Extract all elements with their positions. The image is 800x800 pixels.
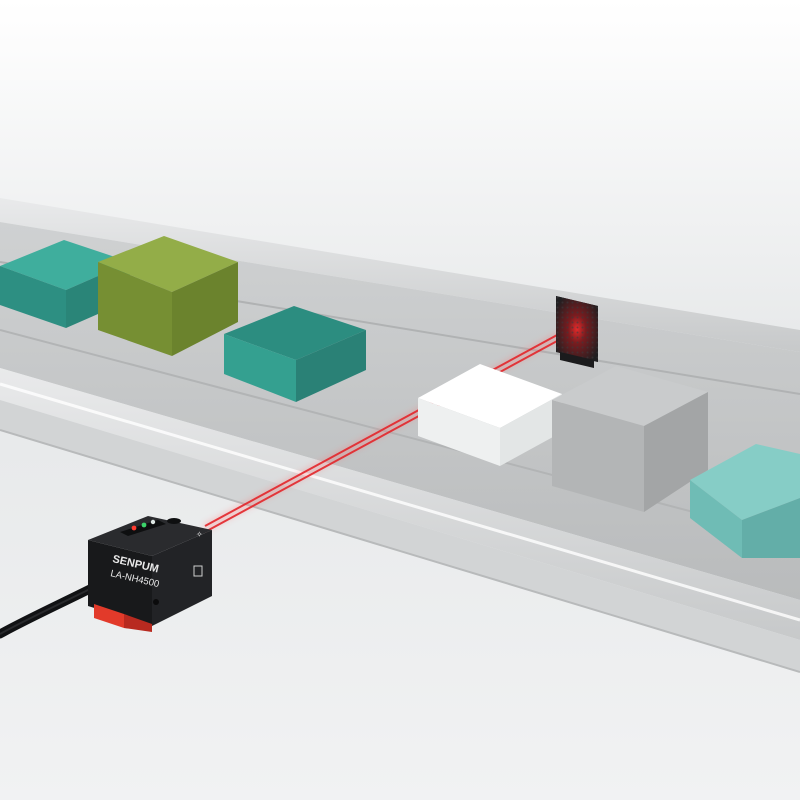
box-teal-light	[690, 444, 800, 558]
box-teal-dark	[224, 306, 366, 402]
conveyor-back-rail	[0, 198, 800, 352]
conveyor-side	[0, 400, 800, 672]
logo-mark-icon: ✧	[196, 530, 203, 539]
conveyor-groove	[0, 329, 800, 541]
box-gray	[552, 366, 708, 512]
laser-beam	[202, 326, 573, 533]
symbol-icon	[193, 565, 203, 577]
conveyor-front-rail	[0, 368, 800, 640]
box-white	[418, 364, 562, 466]
indicator-red-icon	[131, 525, 137, 531]
sensor-cap	[94, 604, 124, 628]
sensor: ✧ SENPUM LA-NH4500	[0, 516, 212, 639]
conveyor-edge	[0, 429, 800, 673]
conveyor-edge	[0, 382, 800, 622]
reflector	[556, 296, 598, 368]
indicator-green-icon	[141, 522, 147, 528]
box-olive	[98, 236, 238, 356]
screw-hole-icon	[153, 599, 159, 605]
indicator-white-icon	[150, 519, 156, 525]
adjust-knob-icon	[167, 518, 181, 524]
